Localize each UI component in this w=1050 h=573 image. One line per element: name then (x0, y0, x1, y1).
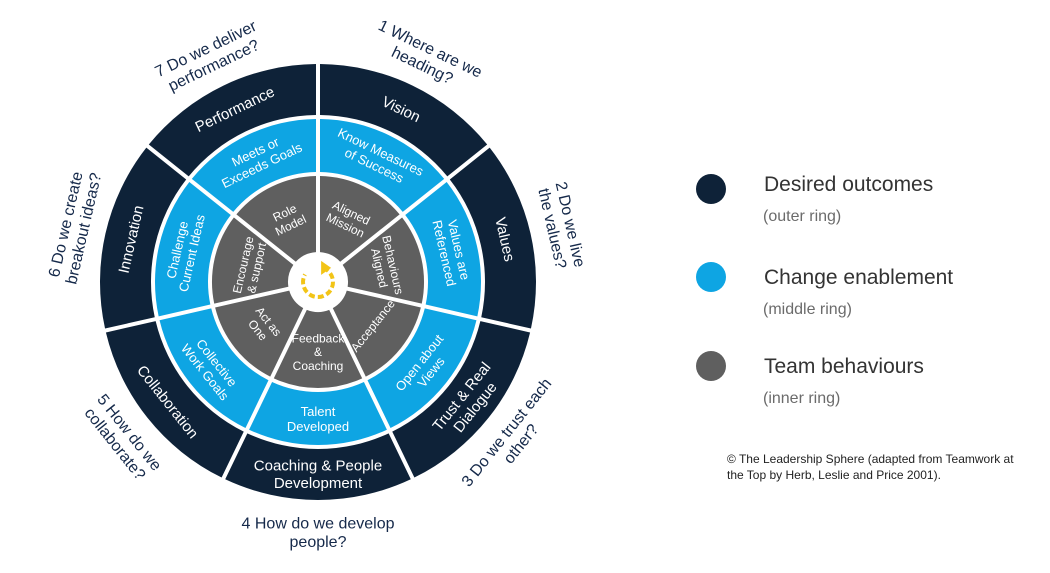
middle-segment-1 (319, 119, 445, 212)
outer-segment-1 (319, 64, 488, 177)
inner-label-4-text: Feedback&Coaching (292, 331, 346, 373)
wheel-center (291, 255, 345, 309)
refresh-cycle-icon (301, 260, 335, 299)
outer-segment-4 (225, 433, 411, 500)
inner-segment-3 (332, 290, 421, 377)
question-6-text: 6 Do we createbreakout ideas? (45, 167, 105, 286)
question-6: 6 Do we createbreakout ideas? (45, 167, 105, 286)
inner-label-6-text: Encourage& support (230, 235, 270, 298)
middle-segment-2 (405, 181, 481, 317)
center-disc (291, 255, 345, 309)
legend-subtitle-change-enablement: (middle ring) (763, 301, 852, 318)
inner-label-4: Feedback&Coaching (292, 331, 346, 373)
inner-segment-4 (273, 309, 363, 389)
inner-label-6: Encourage& support (230, 235, 270, 298)
legend-dot-desired-outcomes (696, 174, 726, 204)
outer-segment-7 (148, 64, 317, 177)
question-2-text: 2 Do we livethe values? (534, 180, 588, 273)
middle-segment-5 (159, 308, 269, 428)
legend-title-change-enablement: Change enablement (764, 266, 954, 289)
middle-segment-6 (155, 181, 231, 317)
legend-dot-team-behaviours (696, 351, 726, 381)
question-2: 2 Do we livethe values? (534, 180, 588, 273)
outer-segment-6 (100, 147, 187, 329)
refresh-cycle-arc (301, 266, 335, 299)
refresh-cycle-arrowhead (321, 260, 332, 275)
legend-subtitle-desired-outcomes: (outer ring) (763, 208, 842, 225)
legend-title-desired-outcomes: Desired outcomes (764, 173, 934, 196)
legend-dot-change-enablement (696, 262, 726, 292)
outer-segment-5 (105, 321, 244, 478)
legend-title-team-behaviours: Team behaviours (764, 355, 924, 378)
middle-segment-7 (191, 119, 317, 212)
middle-segment-4 (249, 381, 387, 445)
inner-segment-2 (342, 217, 424, 304)
outer-segment-2 (449, 147, 536, 329)
copyright-note: © The Leadership Sphere (adapted from Te… (727, 452, 1014, 482)
wheel-rings (100, 64, 536, 500)
inner-segment-6 (212, 217, 294, 304)
inner-segment-5 (215, 290, 304, 377)
legend-subtitle-team-behaviours: (inner ring) (763, 390, 841, 407)
inner-segment-1 (319, 176, 400, 262)
outer-segment-3 (392, 321, 531, 478)
inner-segment-7 (236, 176, 317, 262)
middle-segment-3 (367, 308, 477, 428)
